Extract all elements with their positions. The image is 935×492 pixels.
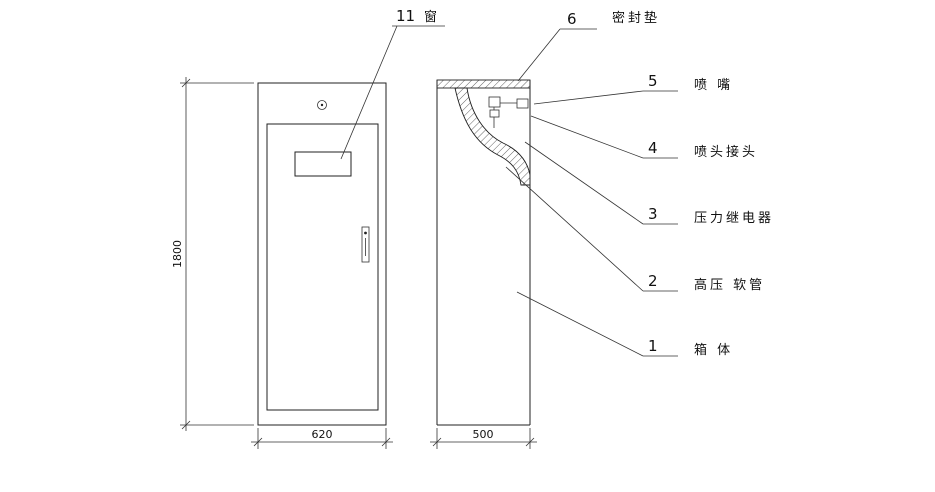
leader-line: [517, 28, 561, 82]
callout-6: 6 密封垫: [517, 10, 660, 82]
dim-tick-left: [253, 437, 263, 447]
callout-number: 5: [648, 72, 658, 90]
height-dim-text: 1800: [171, 240, 184, 268]
leader-line: [530, 115, 644, 159]
callout-window: 11 窗: [340, 7, 445, 160]
window-opening: [294, 151, 352, 177]
leader-line: [524, 141, 644, 225]
lock-knob: [317, 100, 327, 110]
leader-line: [516, 291, 644, 357]
callout-label: 密封垫: [612, 10, 660, 26]
callout-label: 喷 嘴: [694, 78, 733, 93]
door-handle: [361, 226, 370, 263]
callout-3: 3 压力继电器: [524, 141, 774, 226]
curved-duct-hatch: [454, 87, 531, 186]
callout-label: 箱 体: [694, 342, 733, 358]
callout-number: 3: [648, 205, 658, 223]
spray-head-body: [488, 96, 501, 108]
side-view: [436, 79, 531, 426]
front-view: [257, 82, 387, 426]
callout-label: 压力继电器: [694, 211, 774, 226]
leader-line: [340, 25, 398, 160]
side-width-dim-text: 500: [473, 428, 494, 441]
dim-tick-left: [432, 437, 442, 447]
dim-tick-bottom: [181, 420, 191, 430]
dim-tick-right: [525, 437, 535, 447]
callout-2: 2 高压 软管: [505, 166, 765, 293]
callout-number: 1: [648, 337, 658, 355]
side-width-dimension: 500: [430, 428, 537, 449]
leader-line: [505, 166, 644, 292]
handle-pivot: [364, 231, 367, 235]
cabinet-outline: [257, 82, 387, 426]
dim-tick-right: [381, 437, 391, 447]
callout-4: 4 喷头接头: [530, 115, 758, 160]
spray-assembly: [488, 96, 529, 128]
callout-label: 高压 软管: [694, 277, 765, 293]
callout-1: 1 箱 体: [516, 291, 733, 358]
callout-label: 窗: [424, 9, 440, 25]
height-dimension: 1800: [171, 77, 254, 431]
callout-number: 6: [567, 10, 577, 28]
spray-head-tip: [489, 109, 500, 118]
callout-number: 4: [648, 139, 658, 157]
lock-knob-center: [320, 103, 324, 107]
callout-5: 5 喷 嘴: [533, 72, 733, 105]
front-width-dim-text: 620: [312, 428, 333, 441]
callout-number: 11: [396, 7, 415, 25]
nozzle-body: [516, 98, 529, 109]
callout-label: 喷头接头: [694, 144, 758, 160]
leader-line: [533, 90, 644, 105]
front-width-dimension: 620: [251, 428, 393, 449]
door-panel: [266, 123, 379, 411]
top-section-hatch: [436, 79, 531, 89]
dim-tick-top: [181, 78, 191, 88]
callout-number: 2: [648, 272, 658, 290]
